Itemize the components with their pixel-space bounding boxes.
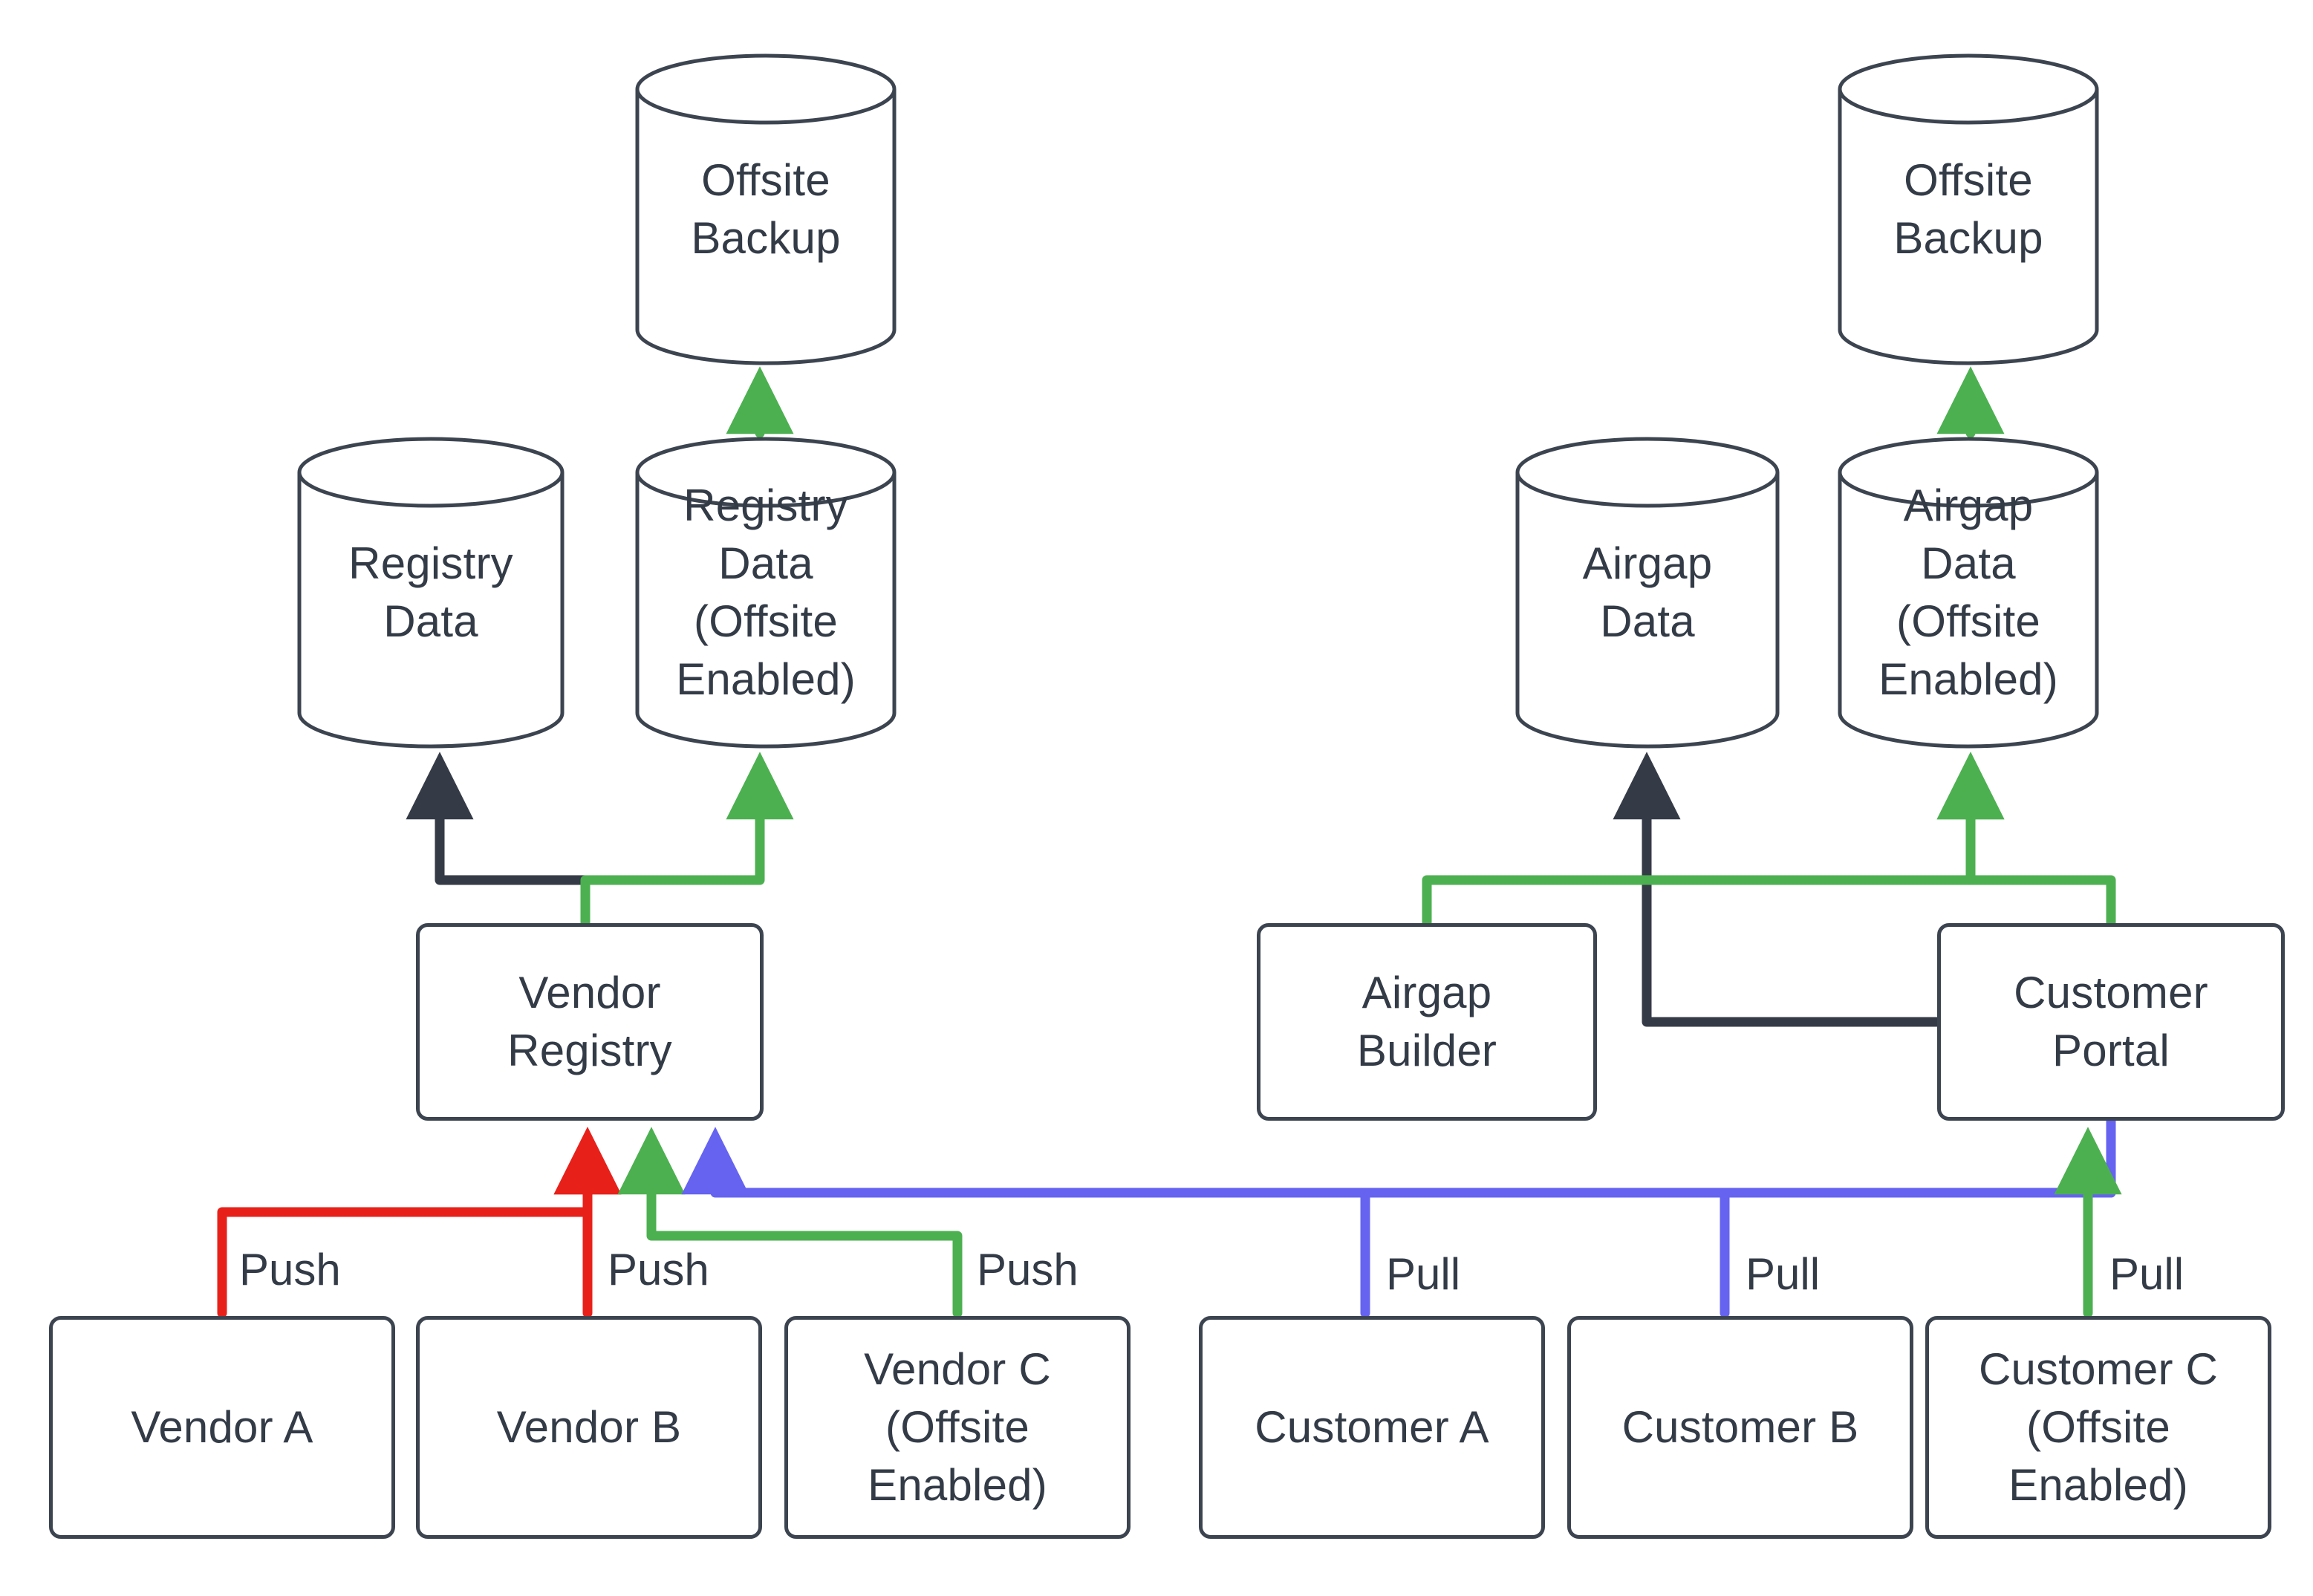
node-label: Airgap Builder [1356,968,1497,1075]
node-label: Customer A [1255,1402,1489,1452]
node-customer-portal[interactable]: Customer Portal [1937,923,2285,1121]
cylinder-shape [635,437,897,749]
edge-customer-portal-to-airgap-data-offsite [1936,752,2116,928]
node-vendor-b[interactable]: Vendor B [416,1316,762,1539]
cylinder-shape [635,53,897,365]
node-vendor-a[interactable]: Vendor A [49,1316,395,1539]
edge-label-push-vendor-b: Push [608,1245,709,1294]
node-registry-data[interactable]: Registry Data [297,437,565,749]
edge-label-pull-customer-c: Pull [2109,1249,2184,1299]
edge-label-push-vendor-a: Push [239,1245,341,1294]
node-label: Vendor Registry [507,968,672,1075]
node-label: Airgap Data [1582,538,1713,646]
edge-customer-portal-to-airgap-data [1613,752,1942,1027]
node-label: Customer B [1621,1402,1859,1452]
cylinder-shape [297,437,565,749]
node-label: Vendor C (Offsite Enabled) [864,1344,1051,1510]
node-airgap-data[interactable]: Airgap Data [1515,437,1780,749]
node-label: Registry Data [348,538,513,646]
node-label: Customer C (Offsite Enabled) [1978,1344,2219,1510]
edge-label-pull-customer-a: Pull [1386,1249,1461,1299]
edge-label-push-vendor-c: Push [977,1245,1079,1294]
node-label: Offsite Backup [691,155,841,263]
node-label: Airgap Data (Offsite Enabled) [1878,481,2058,704]
node-label: Offsite Backup [1893,155,2043,263]
edge-vendor-registry-to-registry-data-offsite [580,752,794,928]
edge-vendor-c-to-vendor-registry [617,1127,963,1318]
node-customer-c[interactable]: Customer C (Offsite Enabled) [1925,1316,2271,1539]
edge-label-pull-customer-b: Pull [1746,1249,1821,1299]
cylinder-shape [1515,437,1780,749]
node-customer-a[interactable]: Customer A [1199,1316,1545,1539]
node-offsite-backup-right[interactable]: Offsite Backup [1838,53,2099,365]
node-customer-b[interactable]: Customer B [1567,1316,1913,1539]
cylinder-shape [1838,437,2099,749]
node-vendor-c[interactable]: Vendor C (Offsite Enabled) [784,1316,1131,1539]
node-label: Registry Data (Offsite Enabled) [676,481,856,704]
node-airgap-builder[interactable]: Airgap Builder [1257,923,1597,1121]
node-registry-data-offsite[interactable]: Registry Data (Offsite Enabled) [635,437,897,749]
node-vendor-registry[interactable]: Vendor Registry [416,923,764,1121]
node-offsite-backup-left[interactable]: Offsite Backup [635,53,897,365]
node-label: Customer Portal [2014,968,2208,1075]
node-airgap-data-offsite[interactable]: Airgap Data (Offsite Enabled) [1838,437,2099,749]
node-label: Vendor B [496,1402,682,1452]
node-label: Vendor A [131,1402,313,1452]
cylinder-shape [1838,53,2099,365]
